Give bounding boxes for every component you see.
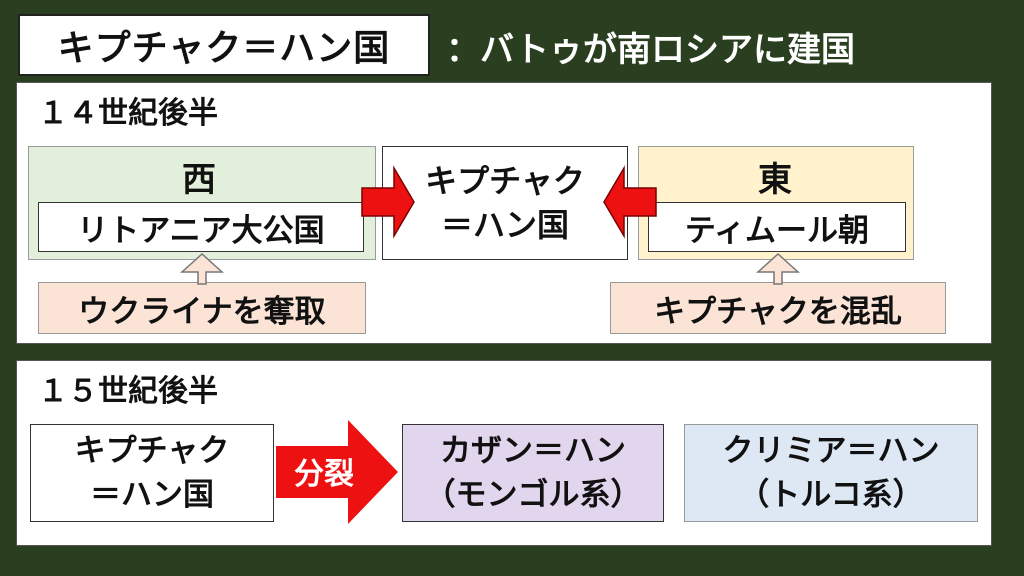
kazan-line2: （モンゴル系） bbox=[424, 477, 642, 513]
west-label: 西 bbox=[182, 160, 216, 200]
split-label: 分裂 bbox=[294, 457, 354, 492]
confuse-cause-box: キプチャクを混乱 bbox=[610, 282, 946, 334]
crimea-line2: （トルコ系） bbox=[738, 477, 924, 513]
kipchak15-line2: ＝ハン国 bbox=[90, 477, 214, 513]
kipchak15-line1: キプチャク bbox=[74, 433, 230, 469]
kipchak-line2: ＝ハン国 bbox=[440, 206, 569, 244]
west-arrow bbox=[361, 165, 415, 239]
kipchak-line1: キプチャク bbox=[425, 162, 585, 200]
crimea-box: クリミア＝ハン （トルコ系） bbox=[684, 424, 978, 522]
timur-label: ティムール朝 bbox=[684, 212, 870, 249]
timur-box: ティムール朝 bbox=[648, 202, 906, 252]
east-label: 東 bbox=[758, 160, 792, 200]
crimea-line1: クリミア＝ハン bbox=[722, 433, 940, 469]
title-box: キプチャク＝ハン国 bbox=[18, 14, 430, 76]
split-arrow bbox=[276, 420, 398, 524]
west-up-arrow bbox=[180, 252, 224, 285]
lithuania-box: リトアニア大公国 bbox=[38, 202, 364, 252]
subtitle: ：バトゥが南ロシアに建国 bbox=[446, 29, 856, 70]
east-up-arrow bbox=[756, 252, 800, 285]
kipchak-box-15: キプチャク ＝ハン国 bbox=[30, 424, 274, 522]
ukraine-cause-label: ウクライナを奪取 bbox=[78, 293, 326, 330]
kipchak-box-14: キプチャク ＝ハン国 bbox=[382, 146, 628, 260]
kazan-line1: カザン＝ハン bbox=[440, 433, 626, 469]
ukraine-cause-box: ウクライナを奪取 bbox=[38, 282, 366, 334]
kazan-box: カザン＝ハン （モンゴル系） bbox=[402, 424, 664, 522]
confuse-cause-label: キプチャクを混乱 bbox=[654, 293, 902, 330]
page-title: キプチャク＝ハン国 bbox=[57, 28, 391, 69]
heading-14th-century: １４世紀後半 bbox=[38, 96, 218, 131]
east-arrow bbox=[603, 165, 657, 239]
heading-15th-century: １５世紀後半 bbox=[38, 374, 218, 409]
lithuania-label: リトアニア大公国 bbox=[77, 212, 325, 249]
